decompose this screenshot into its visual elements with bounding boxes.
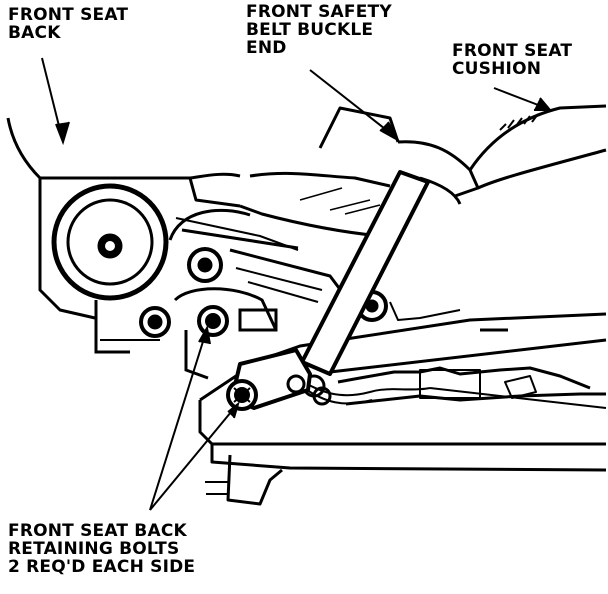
safety-belt-buckle-end xyxy=(230,170,462,410)
label-line: FRONT SEAT BACK xyxy=(8,521,187,541)
label-front-seat-back-retaining-bolts: FRONT SEAT BACK RETAINING BOLTS 2 REQ'D … xyxy=(8,522,195,576)
label-front-safety-belt-buckle-end: FRONT SAFETY BELT BUCKLE END xyxy=(246,3,392,57)
label-line: 2 REQ'D EACH SIDE xyxy=(8,557,196,577)
label-line: CUSHION xyxy=(452,59,542,79)
leader-arrows xyxy=(41,57,553,511)
label-line: FRONT SEAT xyxy=(452,41,573,61)
seat-cushion xyxy=(239,104,607,238)
label-front-seat-back: FRONT SEAT BACK xyxy=(8,6,128,42)
seat-back-shell xyxy=(6,117,241,320)
label-line: END xyxy=(246,38,287,58)
label-line: FRONT SAFETY xyxy=(246,2,392,22)
recliner-mechanism xyxy=(51,183,347,380)
label-line: BACK xyxy=(8,23,61,43)
label-line: FRONT SEAT xyxy=(8,5,129,25)
label-line: RETAINING BOLTS xyxy=(8,539,180,559)
label-front-seat-cushion: FRONT SEAT CUSHION xyxy=(452,42,572,78)
wiring-harness xyxy=(299,374,607,409)
label-line: BELT BUCKLE xyxy=(246,20,374,40)
